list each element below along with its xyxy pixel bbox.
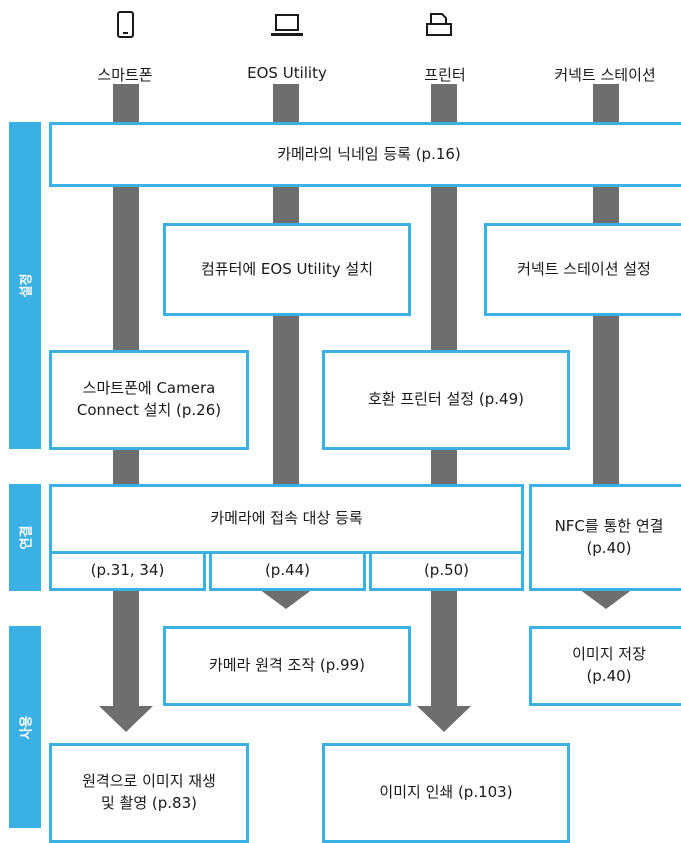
box-ref-smartphone: (p.31, 34)	[49, 551, 206, 591]
phase-label-use: 사용	[9, 626, 41, 828]
column-label-eos-utility: EOS Utility	[247, 64, 327, 82]
arrow-head-smartphone	[99, 706, 153, 732]
box-register-target: 카메라에 접속 대상 등록	[49, 484, 524, 554]
arrow-head-eos-utility	[259, 589, 313, 609]
box-install-camera-connect: 스마트폰에 Camera Connect 설치 (p.26)	[49, 350, 249, 450]
box-print-image: 이미지 인쇄 (p.103)	[322, 743, 570, 843]
box-install-eos-utility: 컴퓨터에 EOS Utility 설치	[163, 223, 411, 316]
phase-label-connect: 연결	[9, 484, 41, 591]
column-label-smartphone: 스마트폰	[97, 66, 153, 84]
arrow-head-printer	[417, 706, 471, 732]
box-register-nickname: 카메라의 닉네임 등록 (p.16)	[49, 122, 681, 187]
box-ref-printer: (p.50)	[369, 551, 524, 591]
printer-icon	[426, 13, 452, 36]
box-connect-station-setup: 커넥트 스테이션 설정	[484, 223, 681, 316]
smartphone-icon	[117, 11, 134, 38]
laptop-icon	[271, 14, 303, 36]
box-ref-eos-utility: (p.44)	[209, 551, 366, 591]
box-remote-control: 카메라 원격 조작 (p.99)	[163, 626, 411, 706]
column-label-printer: 프린터	[424, 66, 466, 84]
phase-label-setup: 설정	[9, 122, 41, 449]
box-printer-setup: 호환 프린터 설정 (p.49)	[322, 350, 570, 450]
arrow-head-connect-station	[579, 589, 633, 609]
box-nfc-connection: NFC를 통한 연결 (p.40)	[529, 484, 681, 591]
box-save-image: 이미지 저장 (p.40)	[529, 626, 681, 706]
column-label-connect-station: 커넥트 스테이션	[554, 66, 656, 84]
box-remote-playback: 원격으로 이미지 재생 및 촬영 (p.83)	[49, 743, 249, 843]
